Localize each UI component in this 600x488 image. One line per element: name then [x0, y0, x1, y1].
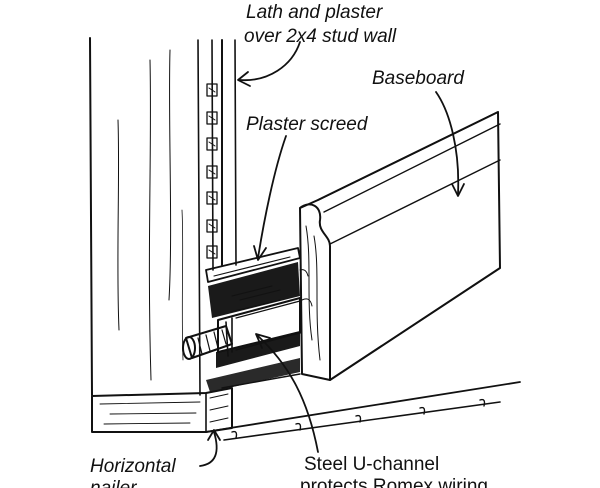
label-baseboard: Baseboard — [372, 68, 465, 89]
label-horizontal-nailer-line1: Horizontal — [90, 456, 176, 477]
romex-cable — [182, 325, 233, 360]
wire-cavity — [206, 262, 300, 392]
floor-boards — [205, 373, 521, 441]
label-steel-u-channel-line2: protects Romex wiring — [300, 476, 488, 488]
leader-lines — [199, 41, 465, 467]
label-horizontal-nailer-line2: nailer — [90, 478, 137, 488]
horizontal-nailer — [91, 387, 233, 433]
label-plaster-screed: Plaster screed — [246, 114, 369, 135]
wall-section — [89, 37, 237, 396]
label-lath-plaster-line1: Lath and plaster — [246, 2, 383, 23]
lath-strips — [206, 83, 218, 259]
label-steel-u-channel-line1: Steel U-channel — [304, 454, 439, 475]
label-lath-plaster-line2: over 2x4 stud wall — [244, 26, 397, 47]
baseboard — [299, 111, 501, 381]
